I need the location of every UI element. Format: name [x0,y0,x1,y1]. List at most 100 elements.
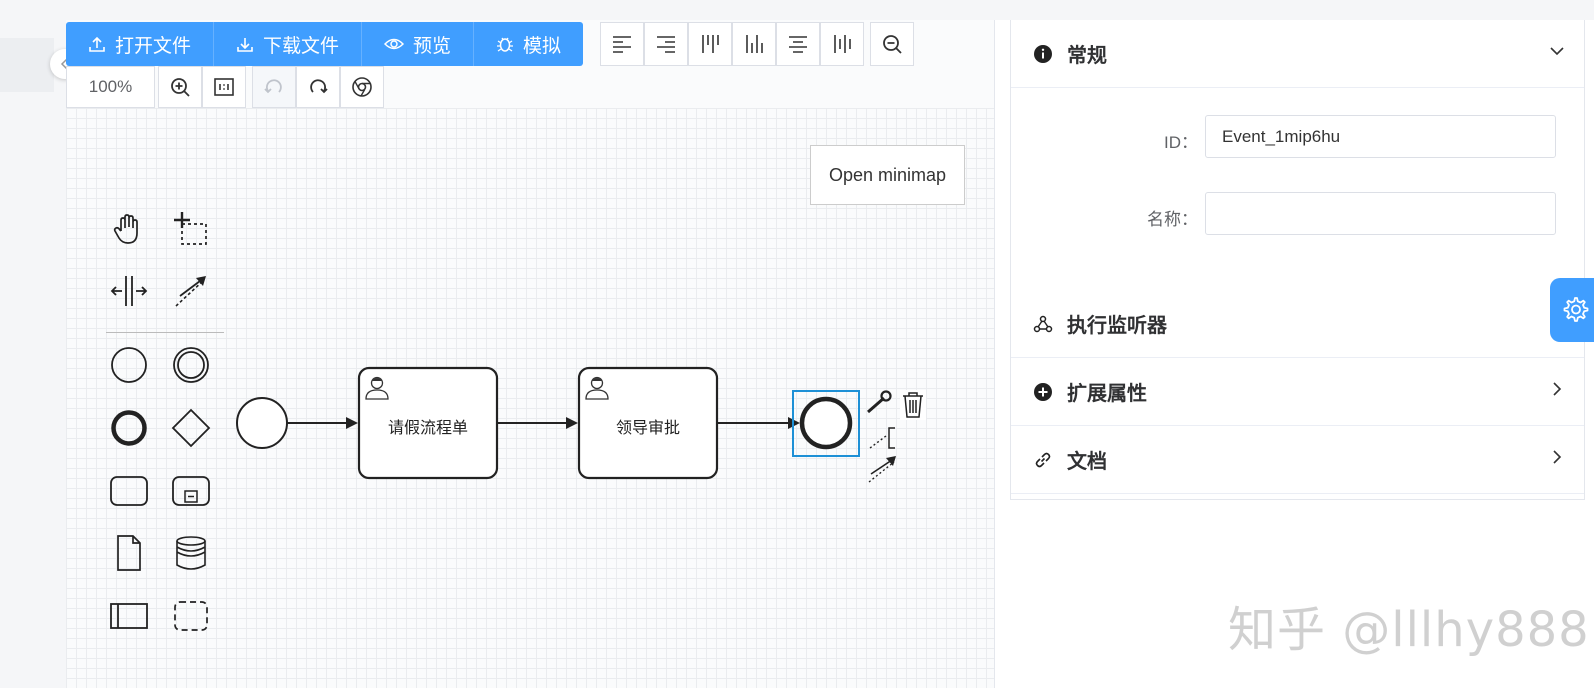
section-docs-title: 文档 [1067,451,1107,473]
start-event-icon [111,347,147,383]
sequence-flow-1[interactable] [287,417,358,429]
sequence-flow-3[interactable] [717,417,800,429]
start-event[interactable] [236,397,288,449]
settings-tab-button[interactable] [1550,278,1594,342]
preview-label: 预览 [413,35,452,57]
watermark: 知乎 @lllhy888 [1228,602,1590,658]
wrench-icon[interactable] [867,390,892,414]
create-pool[interactable] [104,591,154,641]
hand-tool[interactable] [104,204,154,254]
section-general-header[interactable]: 常规 [1011,20,1584,88]
open-minimap-button[interactable]: Open minimap [810,145,965,205]
user-icon [365,376,389,400]
lasso-tool[interactable] [166,204,216,254]
sequence-flow-2[interactable] [497,417,578,429]
section-extension-header[interactable]: 扩展属性 [1011,358,1584,426]
chevron-right-icon [1553,382,1562,396]
align-bottom-icon [746,35,763,53]
end-event-selected[interactable] [792,390,860,457]
simulate-button[interactable]: 模拟 [474,22,584,66]
create-group[interactable] [166,591,216,641]
create-end-event[interactable] [104,403,154,453]
create-intermediate-event[interactable] [166,340,216,390]
subprocess-icon [172,476,210,506]
delete-icon[interactable] [900,390,926,420]
align-top-button[interactable] [688,22,732,66]
open-file-button[interactable]: 打开文件 [66,22,215,66]
zoom-in-button[interactable] [158,66,202,108]
align-center-icon [789,36,807,53]
actual-size-button[interactable] [202,66,246,108]
align-bottom-button[interactable] [732,22,776,66]
data-object-icon [117,535,141,571]
chevron-left-icon [60,58,68,70]
file-actions-group: 打开文件 下载文件 预览 模拟 [66,22,584,66]
user-icon [585,376,609,400]
connect-icon[interactable] [868,456,896,483]
section-listener-header[interactable]: 执行监听器 [1011,290,1584,358]
upload-icon [89,36,105,52]
zoom-out-icon [883,35,902,54]
chrome-icon [352,77,372,97]
chevron-down-icon [1550,47,1564,56]
align-right-icon [657,36,675,53]
reset-view-button[interactable] [340,66,384,108]
end-event-icon [111,410,147,446]
section-docs-header[interactable]: 文档 [1011,426,1584,494]
hand-icon [113,214,138,244]
align-middle-icon [834,35,851,53]
align-middle-button[interactable] [820,22,864,66]
space-tool-icon [110,276,148,306]
open-file-label: 打开文件 [115,35,192,57]
name-label: 名称： [1147,210,1198,229]
zoom-out-button[interactable] [870,22,914,66]
create-gateway[interactable] [166,403,216,453]
user-task-1[interactable] [357,366,499,480]
id-input[interactable]: Event_1mip6hu [1205,115,1556,158]
redo-icon [310,79,328,94]
gateway-icon [171,408,211,448]
simulate-label: 模拟 [523,35,562,57]
global-connect-tool[interactable] [166,266,216,316]
preview-button[interactable]: 预览 [362,22,475,66]
redo-button[interactable] [296,66,340,108]
align-top-icon [702,35,719,53]
align-left-button[interactable] [600,22,644,66]
task-icon [110,476,148,506]
minimap-label: Open minimap [828,164,947,185]
group-icon [174,601,208,631]
create-subprocess[interactable] [166,466,216,516]
lasso-icon [174,212,207,245]
section-listener-title: 执行监听器 [1067,315,1167,337]
download-file-button[interactable]: 下载文件 [214,22,363,66]
create-start-event[interactable] [104,340,154,390]
pool-icon [110,603,148,629]
align-right-button[interactable] [644,22,688,66]
actual-size-icon [214,78,234,96]
intermediate-event-icon [173,347,209,383]
info-icon [1034,44,1052,63]
create-data-object[interactable] [104,528,154,578]
section-general-title: 常规 [1067,45,1107,67]
align-center-button[interactable] [776,22,820,66]
link-icon [1035,452,1051,467]
align-left-icon [613,36,631,53]
create-task[interactable] [104,466,154,516]
task-2-label: 领导审批 [615,420,680,437]
name-input[interactable] [1205,192,1556,235]
eye-icon [384,38,405,50]
download-file-label: 下载文件 [263,35,340,57]
create-data-store[interactable] [166,528,216,578]
chevron-right-icon [1553,450,1562,464]
text-annotation-icon[interactable] [869,427,895,449]
undo-button[interactable] [252,66,296,108]
top-strip [0,0,1594,20]
space-tool[interactable] [104,266,154,316]
section-extension-title: 扩展属性 [1067,383,1147,405]
context-pad [867,390,926,483]
bpmn-diagram [236,366,926,483]
connect-icon [175,276,206,307]
bug-icon [497,37,514,52]
zoom-in-icon [171,78,190,97]
palette-separator [106,332,224,333]
